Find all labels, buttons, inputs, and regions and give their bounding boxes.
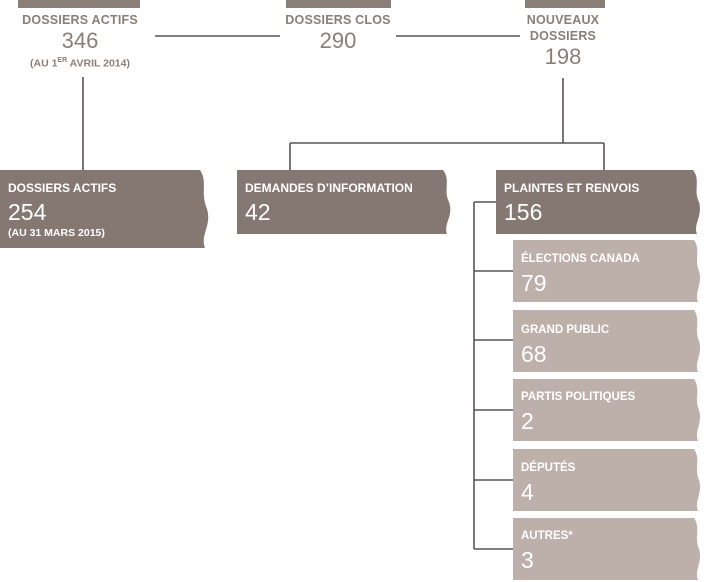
complaints-value: 156 [504,199,543,225]
active-end-note: (AU 31 MARS 2015) [8,227,105,239]
source-label: DÉPUTÉS [521,462,576,474]
box-shape [513,310,701,372]
closed-label: DOSSIERS CLOS [285,13,391,27]
info-requests-value: 42 [245,199,271,225]
top-bar-new [525,0,605,8]
top-bar-closed [286,0,391,8]
top-bar-active [18,0,140,8]
active-start-label: DOSSIERS ACTIFS [22,13,138,27]
source-value: 68 [521,341,547,367]
source-label: PARTIS POLITIQUES [521,391,636,403]
source-box-elections-canada: ÉLECTIONS CANADA 79 [513,240,703,302]
source-box-autres: AUTRES* 3 [513,518,703,580]
active-start-note: (AU 1ER AVRIL 2014) [30,57,130,70]
info-requests-box: DEMANDES D’INFORMATION 42 [237,170,453,234]
box-shape [513,379,701,441]
box-shape [513,449,701,511]
box-shape [513,240,701,302]
active-end-value: 254 [8,199,47,225]
active-start-value: 346 [61,28,99,53]
new-value: 198 [544,44,582,69]
active-end-box: DOSSIERS ACTIFS 254 (AU 31 MARS 2015) [0,170,210,248]
new-node: NOUVEAUX DOSSIERS 198 [513,12,613,70]
active-end-label: DOSSIERS ACTIFS [8,181,117,195]
new-label-line2: DOSSIERS [529,29,597,43]
closed-node: DOSSIERS CLOS 290 [278,12,398,54]
box-shape [496,170,700,234]
box-shape [513,518,701,580]
box-shape [0,170,209,248]
source-value: 79 [521,270,547,296]
source-box-partis-politiques: PARTIS POLITIQUES 2 [513,379,703,441]
new-label-line1: NOUVEAUX [526,13,600,27]
box-shape [237,170,451,234]
source-label: ÉLECTIONS CANADA [521,253,640,265]
active-start-node: DOSSIERS ACTIFS 346 (AU 1ER AVRIL 2014) [10,12,150,71]
complaints-box: PLAINTES ET RENVOIS 156 [496,170,703,234]
source-box-deputes: DÉPUTÉS 4 [513,449,703,511]
source-label: GRAND PUBLIC [521,324,610,336]
source-value: 3 [521,547,534,573]
info-requests-label: DEMANDES D’INFORMATION [245,181,413,195]
source-box-grand-public: GRAND PUBLIC 68 [513,310,703,372]
closed-value: 290 [319,28,357,53]
complaints-label: PLAINTES ET RENVOIS [504,181,640,195]
source-label: AUTRES* [521,530,573,542]
source-value: 2 [521,408,534,434]
source-value: 4 [521,479,534,505]
